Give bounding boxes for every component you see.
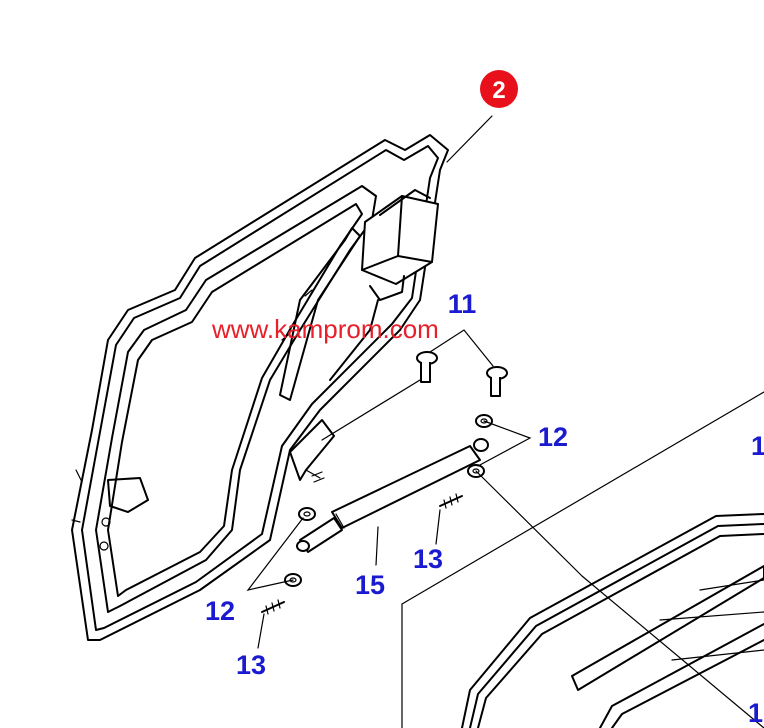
label-part-12-left: 12 bbox=[205, 596, 235, 626]
lock-housing bbox=[329, 189, 439, 381]
leader-lines bbox=[246, 115, 583, 649]
window-channel bbox=[279, 227, 361, 401]
clips bbox=[261, 493, 463, 615]
badge-circle bbox=[480, 70, 518, 108]
gas-spring bbox=[296, 438, 489, 553]
label-part-13-right: 13 bbox=[413, 544, 443, 574]
watermark-text: www.kamprom.com bbox=[211, 314, 439, 344]
spring-bracket bbox=[289, 419, 335, 483]
bolt-left bbox=[416, 351, 438, 383]
lower-assembly bbox=[401, 391, 764, 728]
label-part-11: 11 bbox=[448, 289, 477, 319]
label-part-15: 15 bbox=[355, 570, 385, 600]
label-part-12-right: 12 bbox=[538, 422, 568, 452]
label-part-13-bottom: 13 bbox=[236, 650, 266, 680]
label-part-edge: 1 bbox=[751, 431, 764, 461]
badge-number: 2 bbox=[492, 77, 505, 104]
bolt-right bbox=[486, 366, 508, 397]
reference-badge: 2 bbox=[480, 70, 518, 108]
label-part-edge-bottom: 1 bbox=[748, 698, 763, 728]
door-frame bbox=[71, 134, 449, 641]
